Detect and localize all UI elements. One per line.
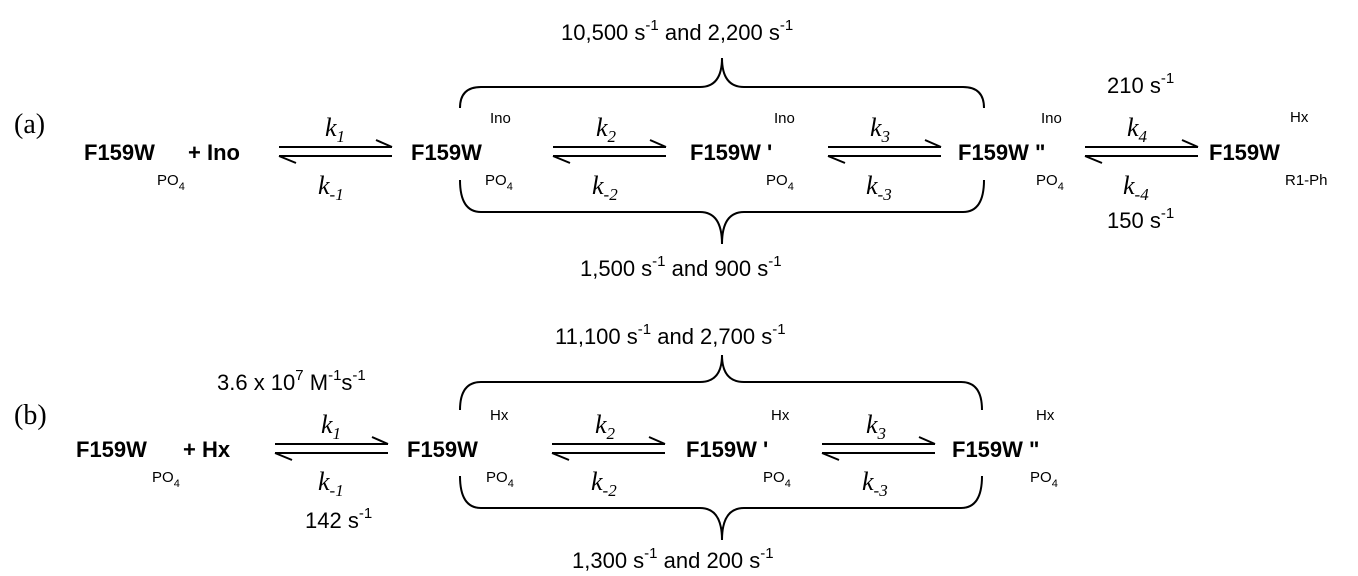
panel-a-k1-label: k1 [325,113,345,146]
panel-b-species-3-subscript: PO4 [763,469,791,490]
panel-a-brace-bottom-rates: 1,500 s-1 and 900 s-1 [580,253,782,281]
panel-a-label: (a) [14,109,45,140]
panel-b-species-4: F159W " [952,437,1039,462]
panel-a-k4-rate: 210 s-1 [1107,70,1174,98]
panel-a-equilibrium-arrow-4 [1084,139,1199,164]
panel-a-species-4-superscript: Ino [1041,110,1062,127]
panel-b-brace-bottom-rates: 1,300 s-1 and 200 s-1 [572,545,774,573]
panel-b-label: (b) [14,400,47,431]
panel-a-species-2: F159W [411,140,482,165]
panel-b-k-1-rate: 142 s-1 [305,505,372,533]
panel-b-species-4-superscript: Hx [1036,407,1055,424]
panel-b-bottom-brace [459,475,983,541]
panel-a-brace-top-rate-1: 10,500 s [561,20,645,45]
panel-a-species-2-subscript: PO4 [485,172,513,193]
panel-b-equilibrium-arrow-3 [821,436,936,461]
panel-a-equilibrium-arrow-3 [827,139,942,164]
panel-a-species-3-subscript: PO4 [766,172,794,193]
panel-a-k-4-rate: 150 s-1 [1107,205,1174,233]
panel-a-k-4-label: k-4 [1123,171,1149,204]
panel-b-species-3: F159W ' [686,437,768,462]
panel-b-k-1-label: k-1 [318,467,344,500]
panel-a-species-1-subscript: PO4 [157,172,185,193]
panel-b-k1-rate: 3.6 x 107 M-1s-1 [217,367,366,395]
panel-a-brace-top-rates: 10,500 s-1 and 2,200 s-1 [561,17,793,45]
panel-a: (a) 10,500 s-1 and 2,200 s-1 F159W PO4 +… [14,17,1328,281]
panel-a-k-3-label: k-3 [866,171,892,204]
panel-b-k3-label: k3 [866,410,886,443]
panel-a-species-4-subscript: PO4 [1036,172,1064,193]
panel-b-species-2-superscript: Hx [490,407,509,424]
panel-a-k2-label: k2 [596,113,617,146]
panel-b-species-1-subscript: PO4 [152,469,180,490]
panel-a-species-3: F159W ' [690,140,772,165]
panel-a-equilibrium-arrow-1 [278,139,393,164]
panel-b-species-3-superscript: Hx [771,407,790,424]
panel-a-species-5-subscript: R1-Ph [1285,172,1328,189]
panel-a-k4-label: k4 [1127,113,1148,146]
panel-a-k-2-label: k-2 [592,171,618,204]
panel-a-species-4: F159W " [958,140,1045,165]
panel-b-k2-label: k2 [595,410,616,443]
panel-a-species-2-superscript: Ino [490,110,511,127]
panel-a-k-1-label: k-1 [318,171,344,204]
panel-b: (b) 11,100 s-1 and 2,700 s-1 3.6 x 107 M… [14,321,1058,573]
panel-b-k-2-label: k-2 [591,467,617,500]
panel-a-species-3-superscript: Ino [774,110,795,127]
panel-a-species-1-extra: + Ino [188,140,240,165]
panel-a-bottom-brace [459,179,985,245]
panel-b-species-1: F159W [76,437,147,462]
panel-b-k-3-label: k-3 [862,467,888,500]
panel-b-k1-label: k1 [321,410,341,443]
panel-b-top-brace [459,354,983,411]
panel-b-species-2: F159W [407,437,478,462]
panel-b-species-4-subscript: PO4 [1030,469,1058,490]
panel-a-equilibrium-arrow-2 [552,139,667,164]
panel-b-equilibrium-arrow-2 [551,436,666,461]
panel-b-brace-top-rates: 11,100 s-1 and 2,700 s-1 [555,321,786,349]
panel-a-k3-label: k3 [870,113,890,146]
panel-a-species-1: F159W [84,140,155,165]
panel-b-species-1-extra: + Hx [183,437,231,462]
panel-a-species-5-superscript: Hx [1290,109,1309,126]
panel-b-equilibrium-arrow-1 [274,436,389,461]
panel-a-species-5: F159W [1209,140,1280,165]
panel-a-top-brace [459,57,985,109]
panel-b-species-2-subscript: PO4 [486,469,514,490]
